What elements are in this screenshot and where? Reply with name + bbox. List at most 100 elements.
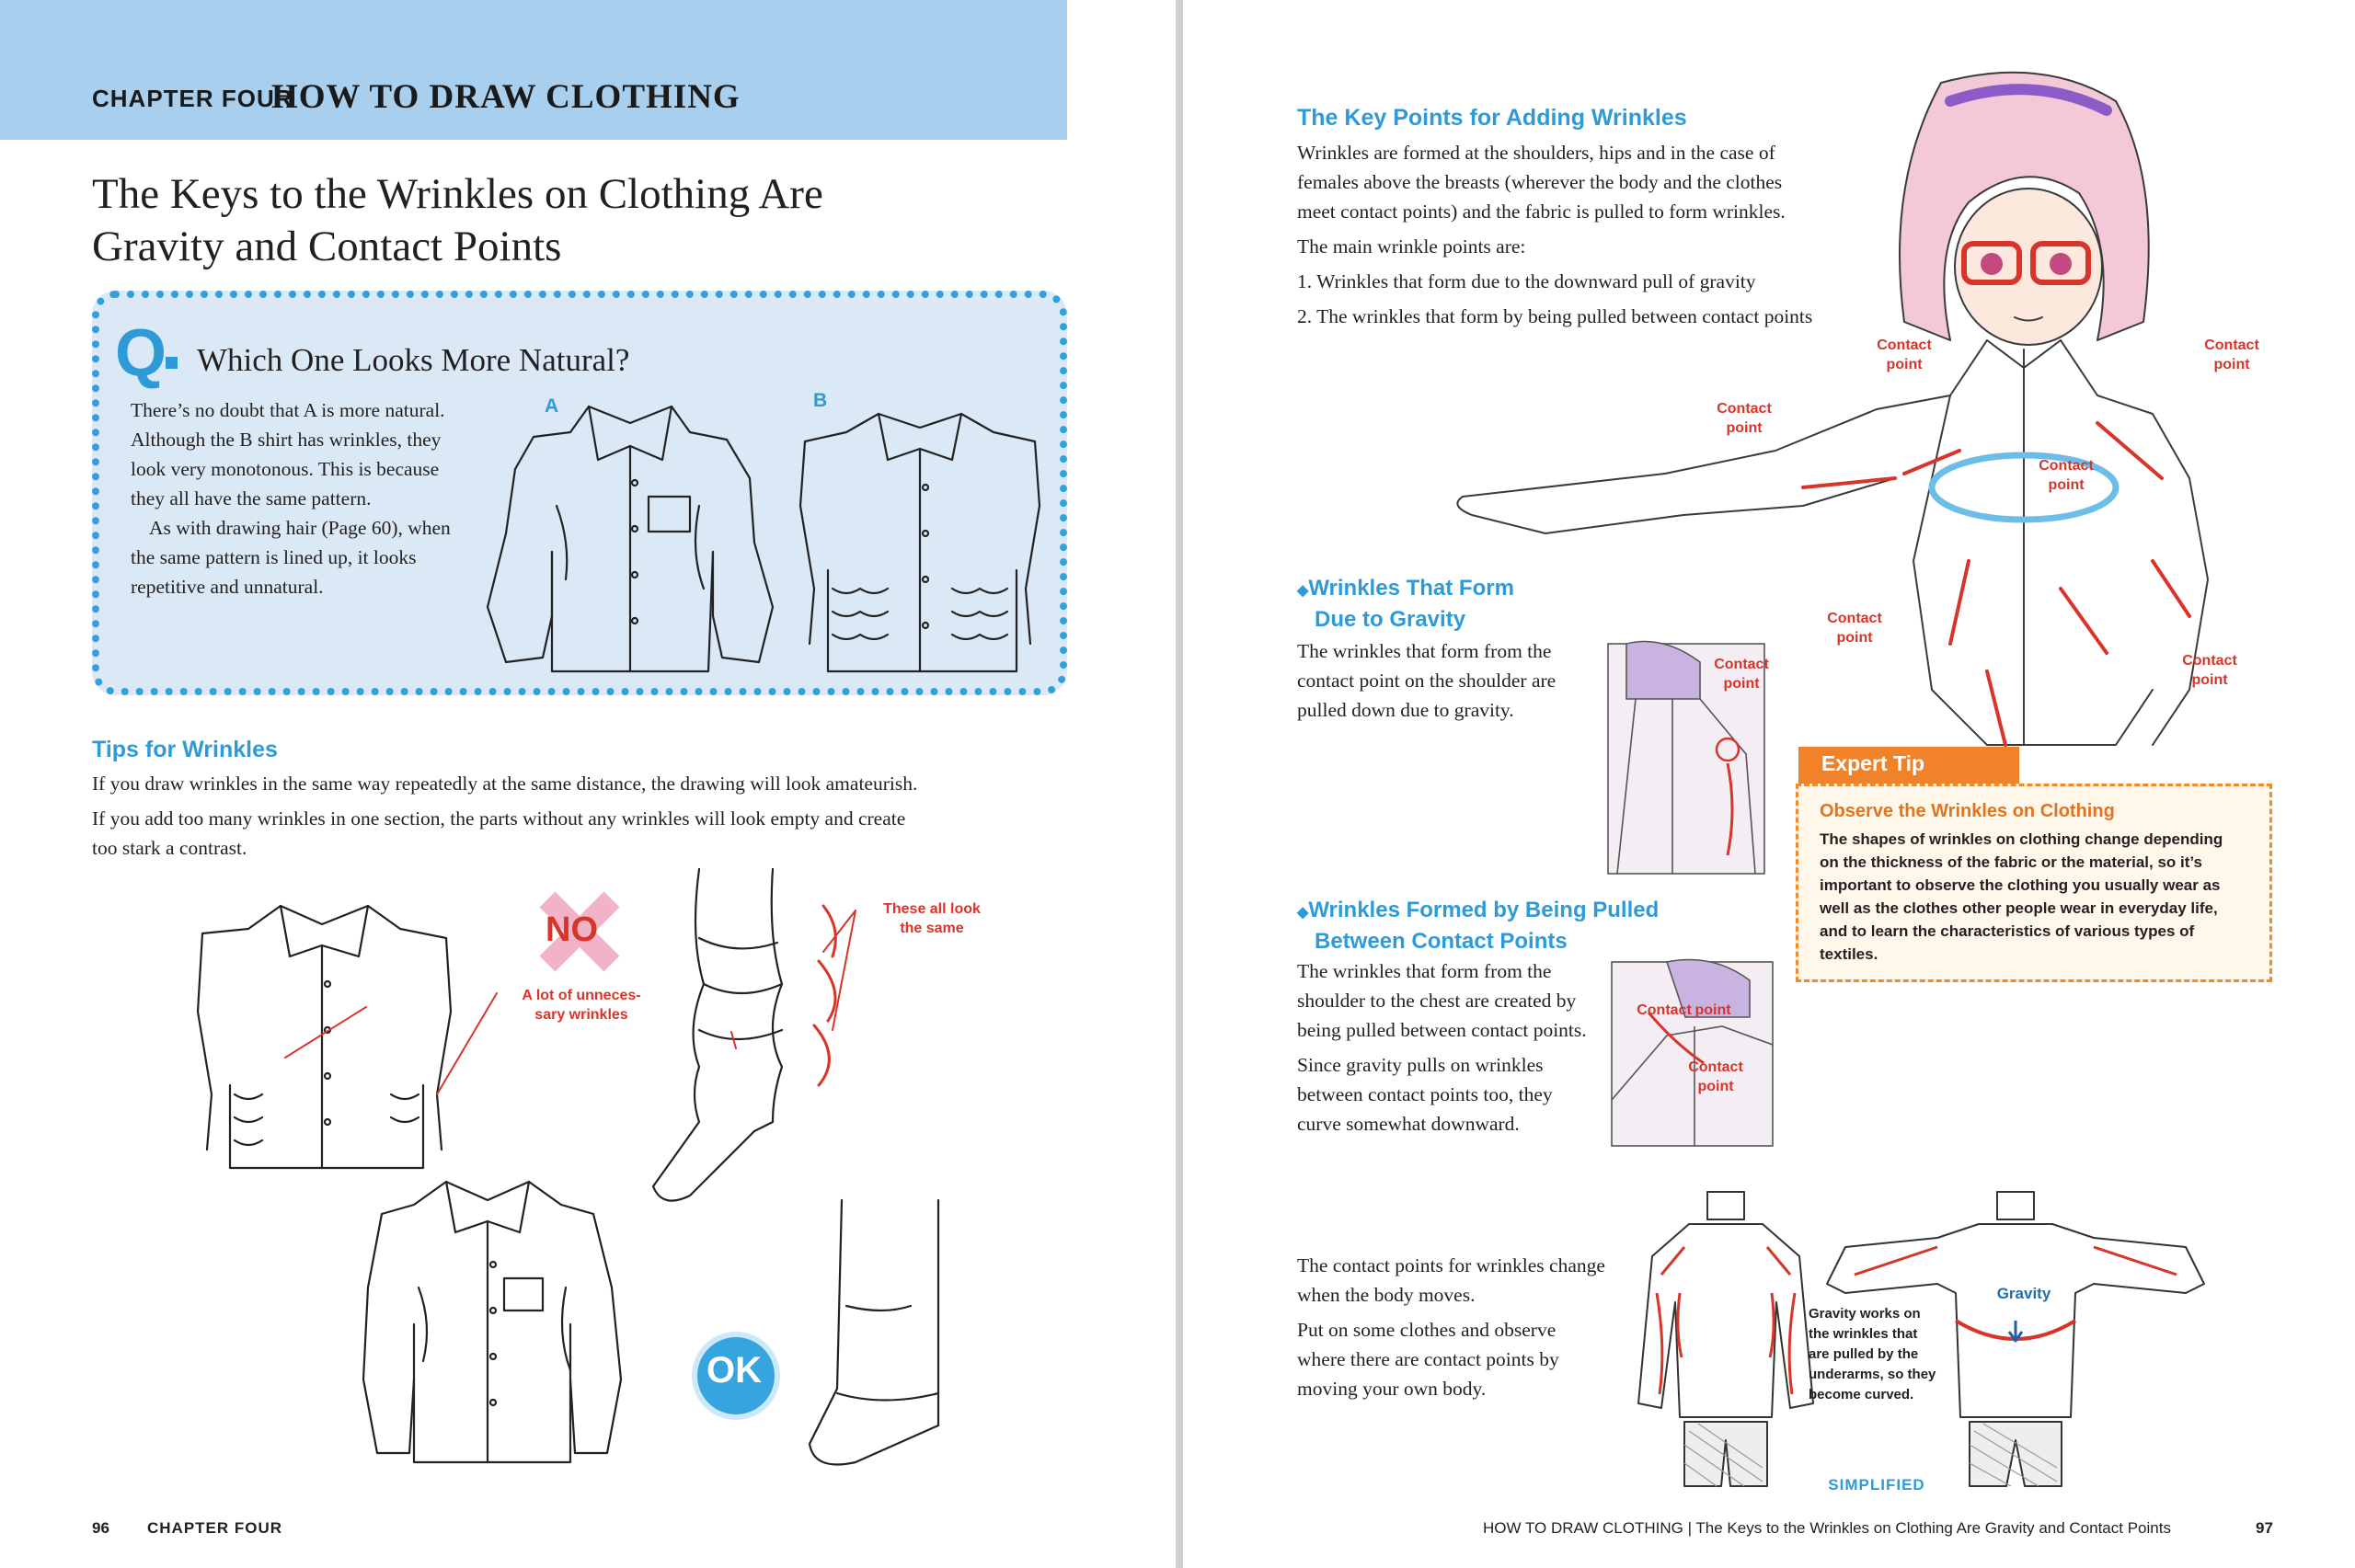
text-line: The contact points for wrinkles change: [1297, 1254, 1605, 1276]
character-illustration: [1456, 71, 2209, 747]
text-line: contact point on the shoulder are: [1297, 670, 1557, 692]
contact-point-label: Contact point: [2164, 651, 2256, 690]
text-line: when the body moves.: [1297, 1284, 1476, 1306]
question-box: [92, 291, 1067, 695]
gravity-heading: ◆Wrinkles That Form Due to Gravity: [1297, 574, 1514, 634]
caption-line: point: [1886, 357, 1923, 372]
text-line: The shapes of wrinkles on clothing chang…: [1820, 830, 2223, 848]
diamond-bullet-icon: ◆: [1297, 583, 1309, 599]
note-line: the wrinkles that: [1809, 1326, 1918, 1342]
text-line: where there are contact points by: [1297, 1348, 1559, 1370]
heading-text: Wrinkles Formed by Being Pulled: [1308, 898, 1660, 922]
mannequin-sweater-illustration: [1637, 1191, 1814, 1487]
tips-para-2: If you add too many wrinkles in one sect…: [92, 804, 1067, 863]
tips-heading: Tips for Wrinkles: [92, 737, 278, 762]
text-line: look very monotonous. This is because: [131, 458, 440, 480]
moving-text: The contact points for wrinkles change w…: [1297, 1251, 1628, 1403]
text-line: the same pattern is lined up, it looks: [131, 546, 417, 568]
caption-line: Contact: [2204, 338, 2259, 353]
note-line: underarms, so they: [1809, 1367, 1936, 1382]
text-line: repetitive and unnatural.: [131, 576, 324, 598]
folio-text-left: CHAPTER FOUR: [147, 1519, 283, 1537]
text-line: The wrinkles that form from the: [1297, 640, 1552, 662]
expert-tip-box: [1796, 784, 2272, 982]
caption-line: point: [1723, 676, 1760, 692]
page-title-line: Gravity and Contact Points: [92, 223, 562, 270]
text-line: curve somewhat downward.: [1297, 1113, 1520, 1135]
shirt-label-b: B: [813, 390, 828, 411]
caption-line: point: [2213, 357, 2250, 372]
caption-line: Contact: [1717, 401, 1772, 417]
text-line: important to observe the clothing you us…: [1820, 876, 2221, 894]
pulled-detail-illustration: [1611, 958, 1774, 1147]
gravity-detail-illustration: [1607, 640, 1765, 875]
expert-tip-label: Expert Tip: [1821, 751, 1925, 775]
heading-line: Between Contact Points: [1315, 929, 1568, 954]
caption-line: A lot of unneces-: [522, 988, 641, 1003]
caption-line: point: [2191, 672, 2228, 688]
shirt-a-illustration: [486, 405, 775, 673]
text-line: Although the B shirt has wrinkles, they: [131, 429, 442, 451]
bad-shirt-illustration: [196, 904, 498, 1170]
heading-line: ◆Wrinkles Formed by Being Pulled: [1297, 896, 1659, 927]
text-line: too stark a contrast.: [92, 837, 247, 859]
text-line: shoulder to the chest are created by: [1297, 990, 1577, 1012]
gravity-note: Gravity works on the wrinkles that are p…: [1809, 1304, 1952, 1405]
caption-line: Contact: [1877, 338, 1932, 353]
text-line: they all have the same pattern.: [131, 487, 372, 509]
note-line: Gravity works on: [1809, 1306, 1921, 1322]
caption-line: Contact: [1714, 657, 1769, 672]
contact-point-label: Contact point: [2186, 336, 2278, 374]
text-line: Put on some clothes and observe: [1297, 1319, 1557, 1341]
good-trouser-illustration: [808, 1198, 940, 1466]
text-line: Wrinkles are formed at the shoulders, hi…: [1297, 142, 1775, 164]
text-line: and to learn the characteristics of vari…: [1820, 922, 2195, 940]
ok-badge: [692, 1332, 780, 1420]
text-line: The wrinkles that form from the: [1297, 960, 1552, 982]
heading-text: Wrinkles That Form: [1308, 576, 1514, 601]
contact-point-label: Contact point: [1700, 655, 1783, 693]
simplified-label: SIMPLIFIED: [1828, 1476, 1925, 1494]
folio-number-left: 96: [92, 1519, 109, 1537]
text-line: being pulled between contact points.: [1297, 1019, 1587, 1041]
question-text: There’s no doubt that A is more natural.…: [131, 395, 499, 601]
caption-line: Contact: [1637, 1002, 1692, 1018]
note-line: are pulled by the: [1809, 1346, 1919, 1362]
caption-line: the same: [900, 921, 964, 936]
gravity-text: The wrinkles that form from the contact …: [1297, 636, 1610, 725]
no-caption: A lot of unneces- sary wrinkles: [499, 986, 664, 1024]
pulled-heading: ◆Wrinkles Formed by Being Pulled Between…: [1297, 896, 1659, 956]
text-line: moving your own body.: [1297, 1378, 1487, 1400]
shirt-b-illustration: [798, 412, 1041, 673]
text-line: textiles.: [1820, 945, 1878, 963]
gravity-label: Gravity: [1996, 1285, 2051, 1302]
good-shirt-illustration: [362, 1180, 623, 1464]
caption-line: sary wrinkles: [534, 1007, 628, 1023]
caption-line: Contact: [1827, 611, 1882, 626]
heading-line: ◆Wrinkles That Form: [1297, 574, 1514, 605]
caption-line: point: [1726, 420, 1763, 436]
contact-point-label: Contact point: [1665, 1058, 1766, 1096]
heading-line: Due to Gravity: [1315, 607, 1466, 632]
text-line: As with drawing hair (Page 60), when: [149, 517, 451, 539]
text-line: on the thickness of the fabric or the ma…: [1820, 853, 2202, 871]
page-title: The Keys to the Wrinkles on Clothing Are…: [92, 168, 823, 273]
text-line: The main wrinkle points are:: [1297, 235, 1526, 258]
chapter-banner: [0, 0, 1067, 140]
note-line: become curved.: [1809, 1387, 1914, 1402]
contact-point-label: Contact point: [2020, 456, 2112, 495]
text-line: There’s no doubt that A is more natural.: [131, 399, 445, 421]
caption-line: Contact: [2182, 653, 2237, 669]
left-page: [0, 0, 1176, 1568]
caption-line: These all look: [883, 901, 981, 917]
caption-line: Contact: [2039, 458, 2094, 474]
contact-point-label: Contact point: [1698, 399, 1790, 438]
ok-label: OK: [706, 1350, 762, 1391]
caption-line: Contact: [1688, 1059, 1743, 1075]
text-line: females above the breasts (wherever the …: [1297, 171, 1783, 193]
text-line: meet contact points) and the fabric is p…: [1297, 200, 1786, 223]
same-caption: These all look the same: [854, 899, 1010, 938]
diamond-bullet-icon: ◆: [1297, 905, 1309, 921]
expert-tip-heading: Observe the Wrinkles on Clothing: [1820, 801, 2115, 821]
chapter-label: CHAPTER FOUR: [92, 85, 293, 112]
